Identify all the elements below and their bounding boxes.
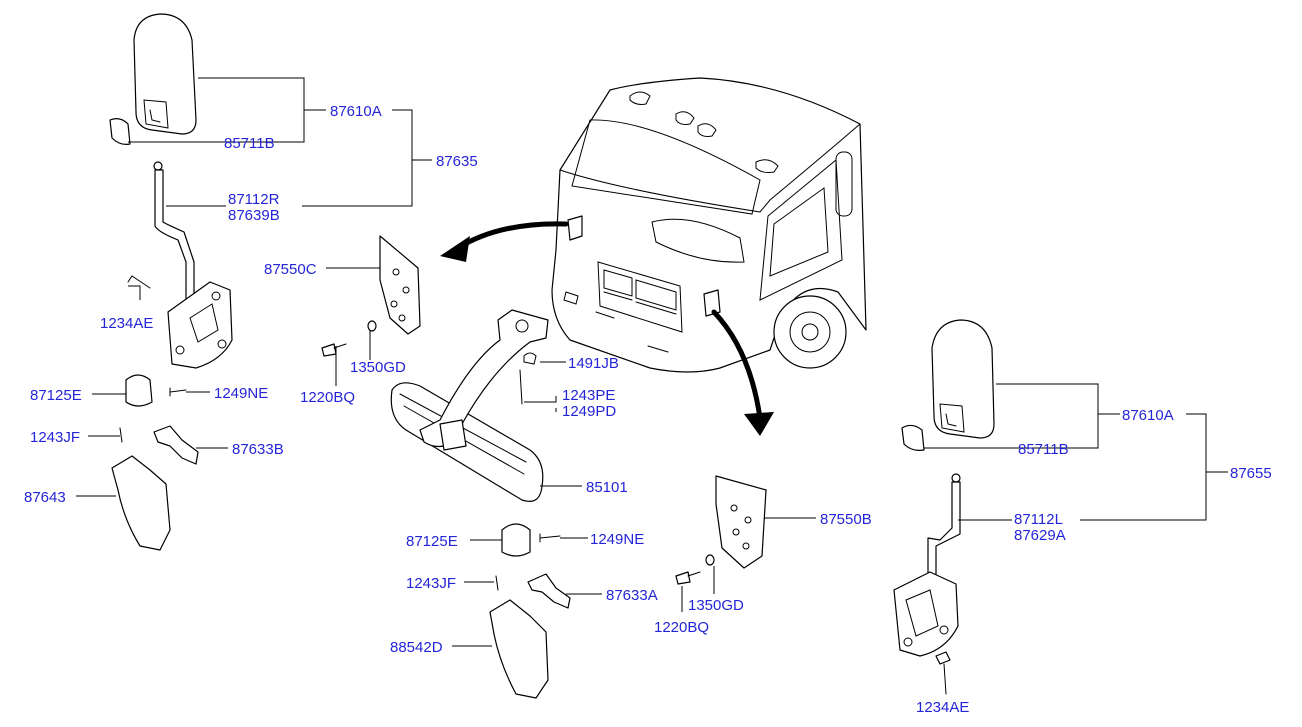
label-1243JF-mid[interactable]: 1243JF: [406, 575, 456, 592]
label-87655[interactable]: 87655: [1230, 465, 1272, 482]
label-87633A[interactable]: 87633A: [606, 587, 658, 604]
label-85101[interactable]: 85101: [586, 479, 628, 496]
label-1491JB[interactable]: 1491JB: [568, 355, 619, 372]
label-1234AE-left[interactable]: 1234AE: [100, 315, 153, 332]
label-1249PD[interactable]: 1249PD: [562, 403, 616, 420]
bolt-nut-center-left-drawing: [321, 320, 377, 386]
center-bracket-drawing: [489, 573, 571, 699]
label-87633B[interactable]: 87633B: [232, 441, 284, 458]
label-88542D[interactable]: 88542D: [390, 639, 443, 656]
center-cap-drawing: [501, 523, 561, 557]
leader-lines-top-left: [76, 77, 432, 497]
part-labels: 87610A 85711B 87635 87112R 87639B 1234AE…: [24, 103, 1272, 716]
label-1243JF-left[interactable]: 1243JF: [30, 429, 80, 446]
plate-87550B-drawing: [715, 475, 767, 569]
bolt-nut-right-drawing: [675, 554, 715, 612]
leader-lines-center-bottom: [452, 537, 602, 647]
label-87550B[interactable]: 87550B: [820, 511, 872, 528]
label-87112R[interactable]: 87112R: [228, 191, 280, 208]
label-1234AE-right[interactable]: 1234AE: [916, 699, 969, 716]
left-cap-drawing: [125, 374, 187, 407]
label-87125E-left[interactable]: 87125E: [30, 387, 82, 404]
label-87639B[interactable]: 87639B: [228, 207, 280, 224]
label-1249NE-mid[interactable]: 1249NE: [590, 531, 644, 548]
label-87643[interactable]: 87643: [24, 489, 66, 506]
left-mirror-arm-drawing: [127, 161, 233, 369]
plate-87550C-drawing: [379, 235, 421, 335]
label-87635[interactable]: 87635: [436, 153, 478, 170]
label-87112L[interactable]: 87112L: [1014, 511, 1063, 528]
label-85711B-right[interactable]: 85711B: [1018, 441, 1069, 458]
arrow-to-left-mirror: [440, 221, 569, 262]
label-87610A-right[interactable]: 87610A: [1122, 407, 1174, 424]
label-1220BQ-left[interactable]: 1220BQ: [300, 389, 355, 406]
label-1249NE-left[interactable]: 1249NE: [214, 385, 268, 402]
truck-drawing: [551, 77, 867, 373]
label-87610A-top[interactable]: 87610A: [330, 103, 382, 120]
right-mirror-head-drawing: [901, 319, 995, 451]
leader-lines-right: [924, 383, 1228, 521]
left-mirror-head-drawing: [109, 13, 197, 145]
label-87125E-mid[interactable]: 87125E: [406, 533, 458, 550]
inner-mirror-85101-drawing: [390, 309, 549, 502]
label-85711B-top[interactable]: 85711B: [224, 135, 275, 152]
left-bracket-drawing: [111, 425, 199, 551]
label-1243PE[interactable]: 1243PE: [562, 387, 615, 404]
label-1350GD-right[interactable]: 1350GD: [688, 597, 744, 614]
arrow-to-right-mirror: [711, 309, 774, 436]
label-1350GD-left[interactable]: 1350GD: [350, 359, 406, 376]
label-1220BQ-right[interactable]: 1220BQ: [654, 619, 709, 636]
label-87550C[interactable]: 87550C: [264, 261, 317, 278]
label-87629A[interactable]: 87629A: [1014, 527, 1066, 544]
leader-lines-center: [326, 267, 582, 487]
right-mirror-arm-drawing: [893, 473, 961, 695]
